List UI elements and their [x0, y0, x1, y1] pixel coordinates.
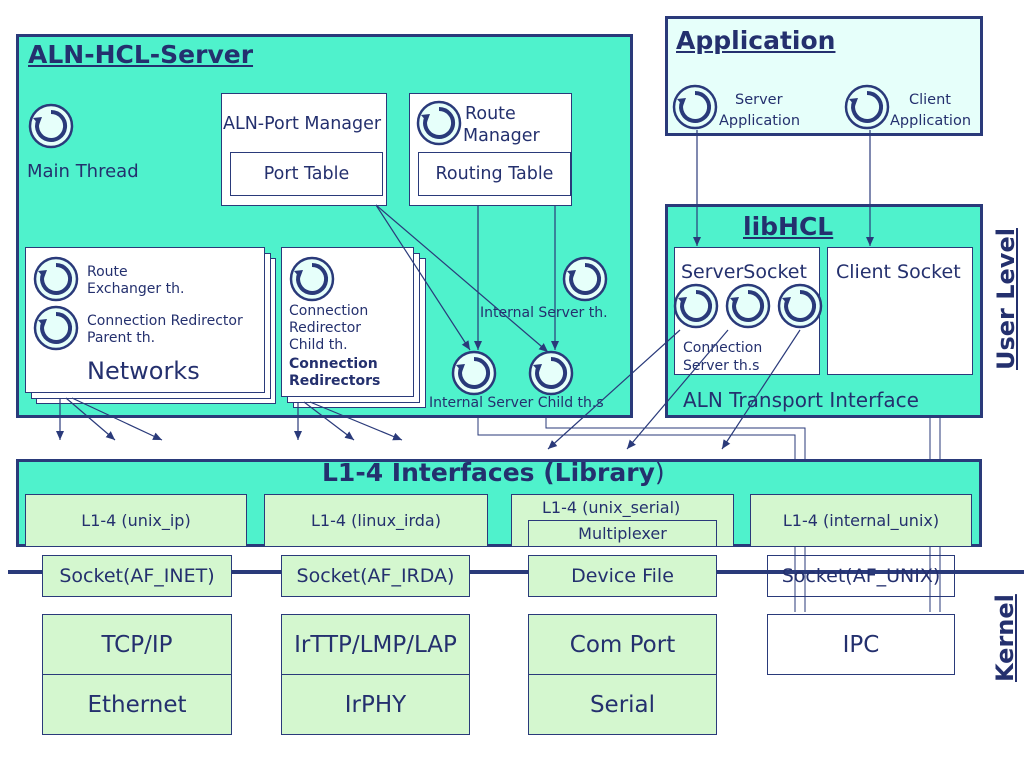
- multiplexer-box: Multiplexer: [528, 520, 717, 547]
- redirectors-bold-1: Connection: [289, 356, 378, 372]
- socket-af-irda-label: Socket(AF_IRDA): [296, 565, 455, 587]
- stack-ethernet: Ethernet: [42, 674, 232, 735]
- stack-irttp: IrTTP/LMP/LAP: [281, 614, 470, 675]
- socket-af-irda: Socket(AF_IRDA): [281, 555, 470, 597]
- main-thread-label: Main Thread: [27, 161, 139, 182]
- conn-server-l2: Server th.s: [683, 358, 760, 374]
- libhcl-title: libHCL: [743, 212, 834, 241]
- thread-cycle-icon: [672, 84, 718, 130]
- stack-irphy-label: IrPHY: [344, 691, 407, 718]
- conn-redirector-parent-thread-icon: [33, 305, 79, 351]
- route-manager-thread-icon: [416, 100, 462, 146]
- client-socket-box: [827, 247, 973, 375]
- thread-cycle-icon: [528, 350, 574, 396]
- stack-com-port: Com Port: [528, 614, 717, 675]
- conn-server-thread-icon-1: [673, 283, 719, 329]
- routing-table-label: Routing Table: [435, 164, 554, 184]
- stack-irttp-label: IrTTP/LMP/LAP: [294, 631, 457, 658]
- conn-server-thread-icon-2: [725, 283, 771, 329]
- conn-redirector-parent-l2: Parent th.: [87, 330, 156, 346]
- thread-cycle-icon: [725, 283, 771, 329]
- stack-ethernet-label: Ethernet: [87, 691, 187, 718]
- stack-serial-label: Serial: [589, 691, 656, 718]
- stack-tcpip-label: TCP/IP: [101, 631, 173, 658]
- internal-server-child-thread-icon-1: [451, 350, 497, 396]
- socket-af-inet-label: Socket(AF_INET): [59, 565, 215, 587]
- networks-label: Networks: [87, 357, 200, 385]
- interface-linux-irda-label: L1-4 (linux_irda): [311, 511, 441, 530]
- transport-interface-label: ALN Transport Interface: [683, 388, 919, 412]
- server-application-thread-icon: [672, 84, 718, 130]
- redirector-child-l1: Connection: [289, 303, 369, 319]
- port-table-label: Port Table: [263, 164, 350, 184]
- redirector-child-l3: Child th.: [289, 337, 348, 353]
- stack-com-port-label: Com Port: [569, 631, 676, 658]
- interface-unix-serial-label: L1-4 (unix_serial): [542, 498, 681, 517]
- interface-internal-unix-label: L1-4 (internal_unix): [782, 511, 940, 530]
- interfaces-title-bold: L1-4 Interfaces (Library: [322, 458, 655, 487]
- port-manager-title: ALN-Port Manager: [223, 114, 382, 134]
- thread-cycle-icon: [33, 256, 79, 302]
- client-app-l1: Client: [909, 92, 951, 108]
- stack-ipc-label: IPC: [842, 631, 880, 658]
- socket-af-unix-label: Socket(AF_UNIX): [781, 565, 941, 587]
- thread-cycle-icon: [33, 305, 79, 351]
- internal-server-child-thread-icon-2: [528, 350, 574, 396]
- server-title: ALN-HCL-Server: [28, 40, 254, 69]
- route-manager-title-2: Manager: [463, 126, 540, 146]
- thread-cycle-icon: [673, 283, 719, 329]
- interface-unix-ip: L1-4 (unix_ip): [25, 494, 247, 547]
- client-socket-label: Client Socket: [836, 261, 961, 283]
- kernel-label: Kernel: [991, 594, 1019, 682]
- thread-cycle-icon: [844, 84, 890, 130]
- conn-server-thread-icon-3: [777, 283, 823, 329]
- stack-irphy: IrPHY: [281, 674, 470, 735]
- application-panel: [665, 16, 983, 136]
- server-app-l1: Server: [735, 92, 783, 108]
- thread-cycle-icon: [289, 256, 335, 302]
- redirector-child-l2: Redirector: [289, 320, 362, 336]
- thread-cycle-icon: [777, 283, 823, 329]
- main-thread-icon: [28, 103, 74, 149]
- redirector-child-thread-icon: [289, 256, 335, 302]
- interfaces-title-close: ): [654, 458, 665, 487]
- stack-ipc: IPC: [767, 614, 955, 675]
- socket-af-unix: Socket(AF_UNIX): [767, 555, 955, 597]
- client-application-thread-icon: [844, 84, 890, 130]
- route-exchanger-l2: Exchanger th.: [87, 281, 185, 297]
- thread-cycle-icon: [416, 100, 462, 146]
- stack-serial: Serial: [528, 674, 717, 735]
- device-file: Device File: [528, 555, 717, 597]
- internal-server-label: Internal Server th.: [480, 305, 608, 321]
- interfaces-title: L1-4 Interfaces (Library): [322, 458, 665, 487]
- internal-server-thread-icon: [562, 256, 608, 302]
- application-title: Application: [676, 26, 836, 55]
- server-socket-label: ServerSocket: [681, 261, 807, 283]
- stack-tcpip: TCP/IP: [42, 614, 232, 675]
- thread-cycle-icon: [28, 103, 74, 149]
- conn-redirector-parent-l1: Connection Redirector: [87, 313, 243, 329]
- thread-cycle-icon: [451, 350, 497, 396]
- internal-server-child-label: Internal Server Child th.s: [429, 395, 604, 411]
- route-manager-title-1: Route: [465, 104, 516, 124]
- conn-server-l1: Connection: [683, 340, 763, 356]
- multiplexer-label: Multiplexer: [578, 524, 667, 543]
- socket-af-inet: Socket(AF_INET): [42, 555, 232, 597]
- thread-cycle-icon: [562, 256, 608, 302]
- routing-table: Routing Table: [418, 152, 571, 196]
- device-file-label: Device File: [571, 565, 674, 587]
- port-table: Port Table: [230, 152, 383, 196]
- interface-internal-unix: L1-4 (internal_unix): [750, 494, 972, 547]
- interface-linux-irda: L1-4 (linux_irda): [264, 494, 488, 547]
- client-app-l2: Application: [890, 113, 972, 129]
- interface-unix-ip-label: L1-4 (unix_ip): [81, 511, 191, 530]
- redirectors-bold-2: Redirectors: [289, 373, 381, 389]
- route-exchanger-l1: Route: [87, 264, 128, 280]
- user-level-label: User Level: [992, 228, 1020, 370]
- server-app-l2: Application: [719, 113, 801, 129]
- route-exchanger-thread-icon: [33, 256, 79, 302]
